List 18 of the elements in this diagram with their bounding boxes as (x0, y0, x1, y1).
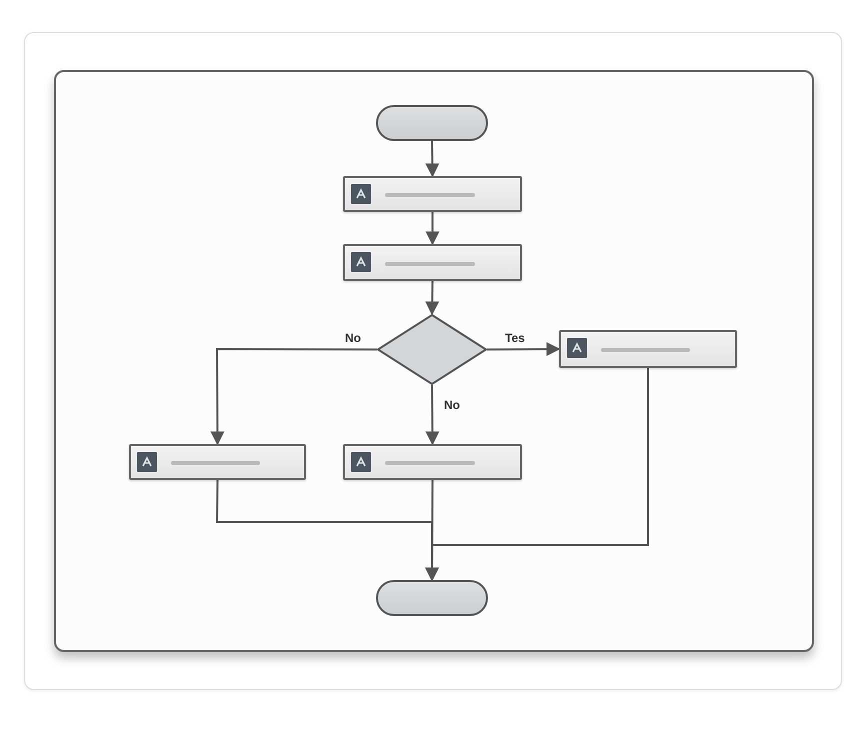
arrow (425, 140, 440, 178)
process-box (343, 176, 522, 212)
edge-label: No (442, 398, 462, 412)
terminal-shape (376, 580, 488, 616)
edge-label: Tes (503, 331, 527, 345)
arrow (425, 384, 440, 446)
decision-diamond (377, 314, 487, 385)
arrow (425, 280, 440, 316)
arrow (487, 342, 560, 356)
process-box (559, 330, 737, 368)
process-box (343, 244, 522, 281)
arrow (425, 368, 649, 582)
arrow (210, 348, 377, 446)
arrow (426, 212, 440, 246)
process-box (129, 444, 306, 480)
edge-label: No (343, 331, 363, 345)
process-box (343, 444, 522, 480)
terminal-shape (376, 105, 488, 141)
